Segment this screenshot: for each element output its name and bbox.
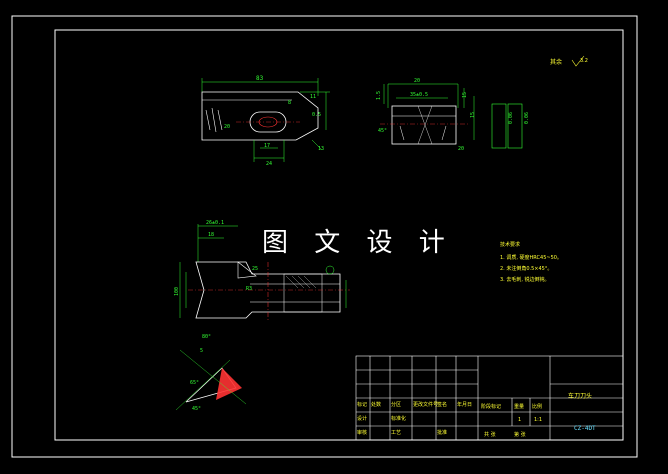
front-dim-r3: R3 (246, 286, 252, 292)
front-dim-18: 18 (208, 232, 214, 238)
side-dim-top: 20 (414, 78, 420, 84)
tb-label-standard: 标准化 (391, 415, 406, 422)
side-view: 20 35±0.5 1.5 45° 15 15 20 0.06 0.06 (376, 78, 530, 152)
tb-label-process: 工艺 (391, 430, 401, 436)
side-dim-left: 1.5 (376, 91, 382, 100)
side-dim-35: 35±0.5 (410, 92, 428, 98)
front-dim-25: 25 (252, 266, 258, 272)
roughness-value: 3.2 (580, 58, 588, 64)
side-dim-bottom: 20 (458, 146, 464, 152)
top-dim-8: 8 (288, 100, 291, 106)
tb-label-total-sheets: 共 张 (484, 431, 496, 438)
front-dim-45: 45° (192, 406, 201, 412)
inner-border (54, 29, 624, 441)
tb-label-review: 审核 (357, 429, 367, 436)
tech-requirements: 技术要求 1. 调质, 硬度HRC45~50。 2. 未注倒角0.5×45°。 … (500, 241, 562, 283)
tech-req-title: 技术要求 (500, 241, 520, 248)
title-block (355, 355, 624, 441)
tolerance-frame-2: 0.06 (524, 112, 530, 124)
tolerance-frame-1: 0.06 (508, 112, 514, 124)
front-dim-100: 100 (174, 287, 180, 296)
front-view: 26±0.1 18 R3 25 100 80° 65° 45° 5 (174, 220, 350, 412)
tb-drawing-no: CZ-4DT (574, 425, 596, 432)
front-dim-80: 80° (202, 334, 211, 340)
title-block-text: 标记 处数 分区 更改文件号 签名 年月日 设计 标准化 审核 工艺 批准 阶段… (357, 392, 596, 438)
top-dim-05: 0.5 (312, 112, 321, 118)
tb-label-date: 年月日 (457, 401, 472, 408)
front-dim-65: 65° (190, 380, 199, 386)
top-dim-11: 11 (310, 94, 316, 100)
tech-req-item-3: 3. 去毛刺, 锐边倒钝。 (500, 276, 550, 283)
tb-label-stage: 阶段标记 (481, 403, 501, 410)
tb-label-change: 更改文件号 (413, 401, 438, 408)
tb-label-approve: 批准 (437, 429, 447, 436)
tb-label-weight: 重量 (514, 403, 524, 410)
tech-req-item-1: 1. 调质, 硬度HRC45~50。 (500, 254, 562, 261)
top-overall-length: 83 (256, 75, 264, 82)
watermark: 图 文 设 计 (262, 228, 454, 258)
outer-border (11, 15, 638, 458)
tech-req-item-2: 2. 未注倒角0.5×45°。 (500, 265, 552, 272)
side-dim-angle: 45° (378, 128, 387, 134)
top-dim-17: 17 (264, 143, 270, 149)
top-view: 83 17 24 11 0.5 13 8 20 (201, 75, 330, 167)
tb-label-sheet-no: 第 张 (514, 431, 526, 438)
top-dim-24: 24 (266, 161, 272, 167)
tb-label-zone: 分区 (391, 401, 401, 408)
tb-label-mark: 标记 (357, 401, 367, 408)
tb-label-count: 处数 (371, 401, 381, 408)
tb-label-scale: 比例 (532, 403, 542, 410)
roughness-label: 其余 (550, 58, 562, 66)
front-dim-5: 5 (200, 348, 203, 354)
side-dim-15a: 15 (462, 92, 468, 98)
tb-label-design: 设计 (357, 415, 367, 422)
tb-quantity: 1 (518, 417, 521, 423)
roughness-note: 其余 3.2 (550, 55, 588, 67)
front-dim-26: 26±0.1 (206, 220, 224, 226)
side-dim-15b: 15 (470, 112, 476, 118)
tb-scale: 1:1 (534, 417, 542, 423)
top-dim-20: 20 (224, 124, 230, 130)
tb-part-name: 车刀刀头 (568, 392, 592, 400)
tb-label-sign: 签名 (437, 401, 447, 408)
